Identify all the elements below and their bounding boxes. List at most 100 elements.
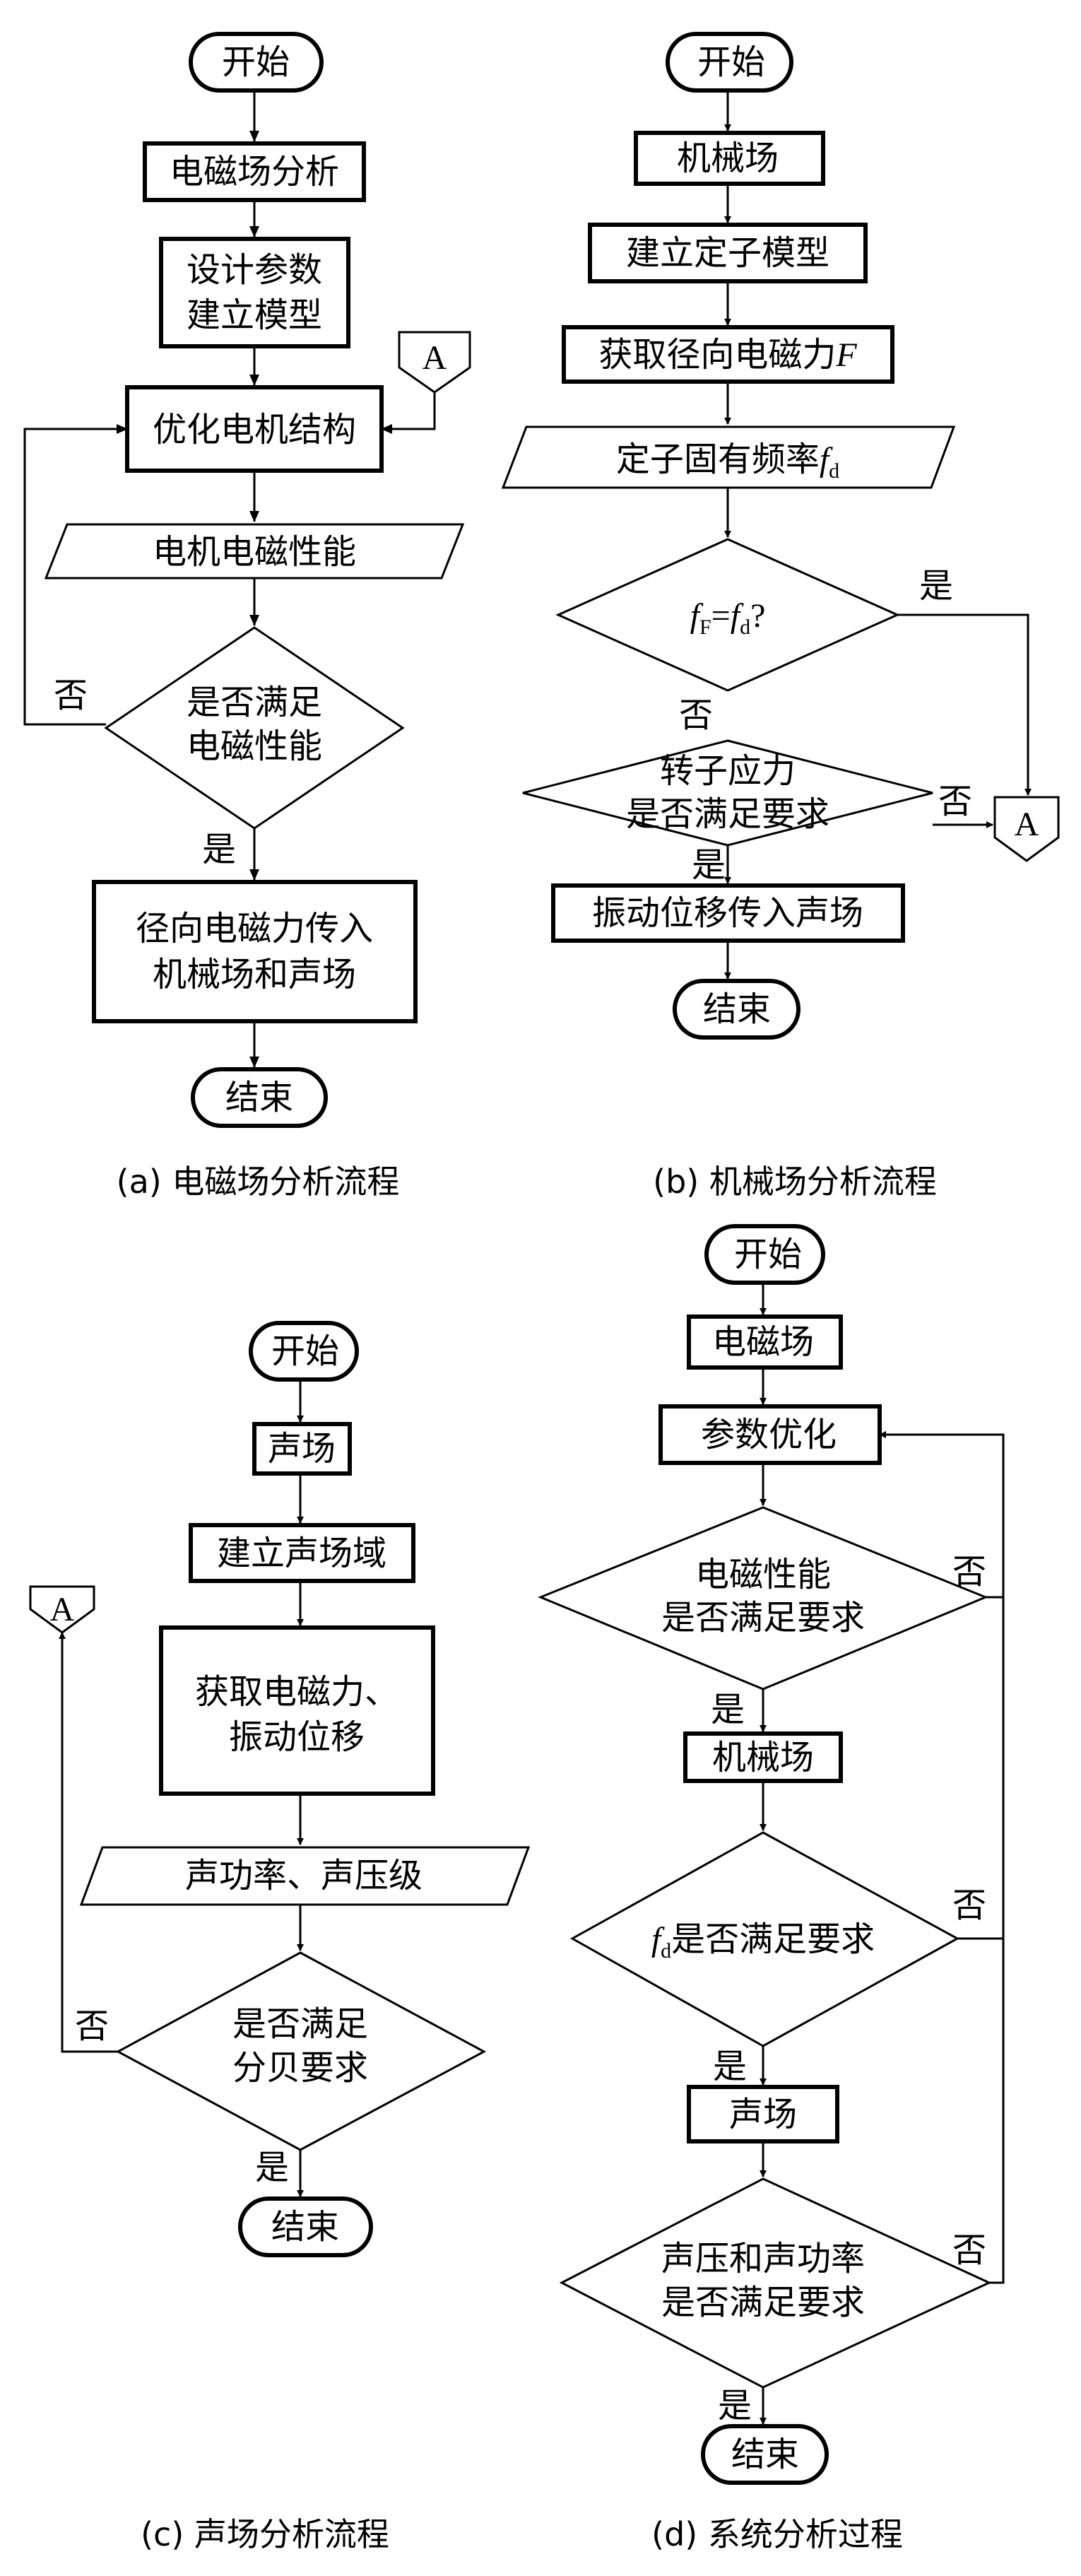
process-box	[687, 2085, 839, 2143]
io-label: 声功率、声压级	[185, 1856, 423, 1895]
yes-label: 是	[713, 2047, 747, 2086]
connector-label: A	[1015, 806, 1039, 843]
yes-label: 是	[718, 2386, 752, 2425]
start-terminal	[704, 1224, 825, 1285]
process-label: 电磁场	[712, 1322, 814, 1362]
equals: =	[711, 597, 731, 635]
subscript: d	[740, 616, 750, 639]
process-label: 优化电机结构	[153, 410, 356, 449]
process-box	[634, 131, 825, 186]
io-parallelogram	[79, 1846, 531, 1906]
end-label: 结束	[731, 2435, 799, 2474]
process-box	[588, 223, 868, 283]
decision-diamond	[555, 538, 900, 692]
process-box	[159, 237, 350, 348]
process-box	[658, 1404, 882, 1465]
process-label: 建立声场域	[217, 1534, 386, 1573]
subscript: d	[829, 459, 839, 483]
arrow	[897, 613, 1032, 796]
decision-diamond	[538, 1506, 988, 1690]
process-label: 声场	[729, 2095, 797, 2134]
no-label: 否	[952, 2230, 986, 2270]
start-label: 开始	[697, 42, 765, 82]
start-terminal	[666, 32, 793, 93]
decision-label: 是否满足	[187, 683, 322, 722]
loop-arrow	[23, 424, 128, 726]
yes-label: 是	[692, 845, 726, 885]
start-terminal	[189, 32, 324, 93]
process-label: 振动位移传入声场	[592, 893, 863, 933]
decision-label: 分贝要求	[232, 2048, 368, 2088]
connector-label: A	[423, 339, 447, 377]
process-label: 振动位移	[229, 1717, 365, 1757]
no-label: 否	[54, 676, 88, 715]
subscript: d	[661, 1939, 671, 1963]
process-box	[683, 1731, 843, 1783]
process-label: 获取电磁力、	[195, 1672, 398, 1712]
end-terminal	[673, 979, 801, 1040]
loop-arrow	[879, 1431, 1005, 1599]
decision-label: fd是否满足要求	[651, 1919, 875, 1963]
process-label: 机械场	[712, 1738, 814, 1777]
process-box	[562, 325, 894, 384]
process-label: 设计参数	[187, 250, 322, 290]
process-label: 建立定子模型	[626, 233, 829, 273]
decision-diamond	[115, 1951, 487, 2151]
flowchart-d: 开始 电磁场 参数优化 电磁性能 是否满足要求 否 是 机械场 fd是否满足要求…	[538, 1224, 1005, 2553]
io-label: 定子固有频率fd	[616, 440, 839, 483]
caption-c: (c) 声场分析流程	[141, 2515, 389, 2553]
decision-label: 是否满足要求	[626, 794, 829, 834]
text-part: 获取径向电磁力	[598, 335, 836, 375]
process-label: 参数优化	[701, 1415, 837, 1454]
variable-f: F	[835, 336, 857, 374]
process-box	[551, 883, 905, 943]
flowchart-b: 开始 机械场 建立定子模型 获取径向电磁力F 定子固有频率fd fF=fd? 是…	[501, 32, 1060, 1201]
io-parallelogram	[44, 523, 465, 580]
decision-diamond	[104, 626, 405, 830]
io-parallelogram	[501, 425, 956, 489]
connector-label: A	[50, 1591, 75, 1628]
process-label: 机械场和声场	[153, 955, 356, 994]
text-part: 是否满足要求	[671, 1919, 875, 1959]
decision-label: 是否满足要求	[661, 2283, 865, 2322]
offpage-connector	[398, 331, 471, 394]
process-box	[687, 1315, 843, 1370]
decision-diamond	[569, 1831, 960, 2047]
caption-b: (b) 机械场分析流程	[653, 1163, 937, 1201]
no-label: 否	[952, 1552, 986, 1592]
no-label: 否	[75, 2006, 109, 2046]
decision-label: 是否满足	[232, 2004, 368, 2044]
end-label: 结束	[225, 1078, 293, 1117]
loop-arrow	[59, 1632, 118, 2053]
process-label: 建立模型	[187, 295, 322, 335]
yes-label: 是	[202, 830, 236, 869]
caption-a: (a) 电磁场分析流程	[117, 1163, 400, 1201]
decision-label: 电磁性能	[695, 1555, 831, 1594]
yes-label: 是	[255, 2148, 289, 2187]
offpage-connector	[993, 796, 1060, 862]
end-label: 结束	[703, 989, 771, 1029]
process-box	[143, 141, 366, 202]
end-label: 结束	[271, 2207, 339, 2247]
end-terminal	[701, 2424, 829, 2485]
process-box	[189, 1523, 415, 1583]
flowchart-c: 开始 声场 建立声场域 获取电磁力、 振动位移 声功率、声压级 是否满足 分贝要…	[29, 1321, 531, 2553]
process-label: 声场	[268, 1429, 336, 1469]
process-box	[92, 880, 418, 1023]
decision-label: 声压和声功率	[661, 2239, 865, 2278]
yes-label: 是	[711, 1690, 745, 1729]
decision-label: 电磁性能	[187, 727, 322, 766]
process-label: 机械场	[677, 139, 779, 178]
end-terminal	[191, 1067, 328, 1128]
process-box	[125, 385, 384, 473]
start-label: 开始	[271, 1331, 339, 1371]
question-mark: ?	[750, 597, 765, 635]
no-label: 否	[679, 695, 713, 735]
no-label: 否	[952, 1886, 986, 1925]
yes-label: 是	[919, 566, 953, 606]
decision-label: 转子应力	[660, 751, 796, 791]
start-terminal	[249, 1321, 359, 1382]
offpage-connector	[29, 1585, 95, 1634]
start-label: 开始	[222, 42, 290, 82]
